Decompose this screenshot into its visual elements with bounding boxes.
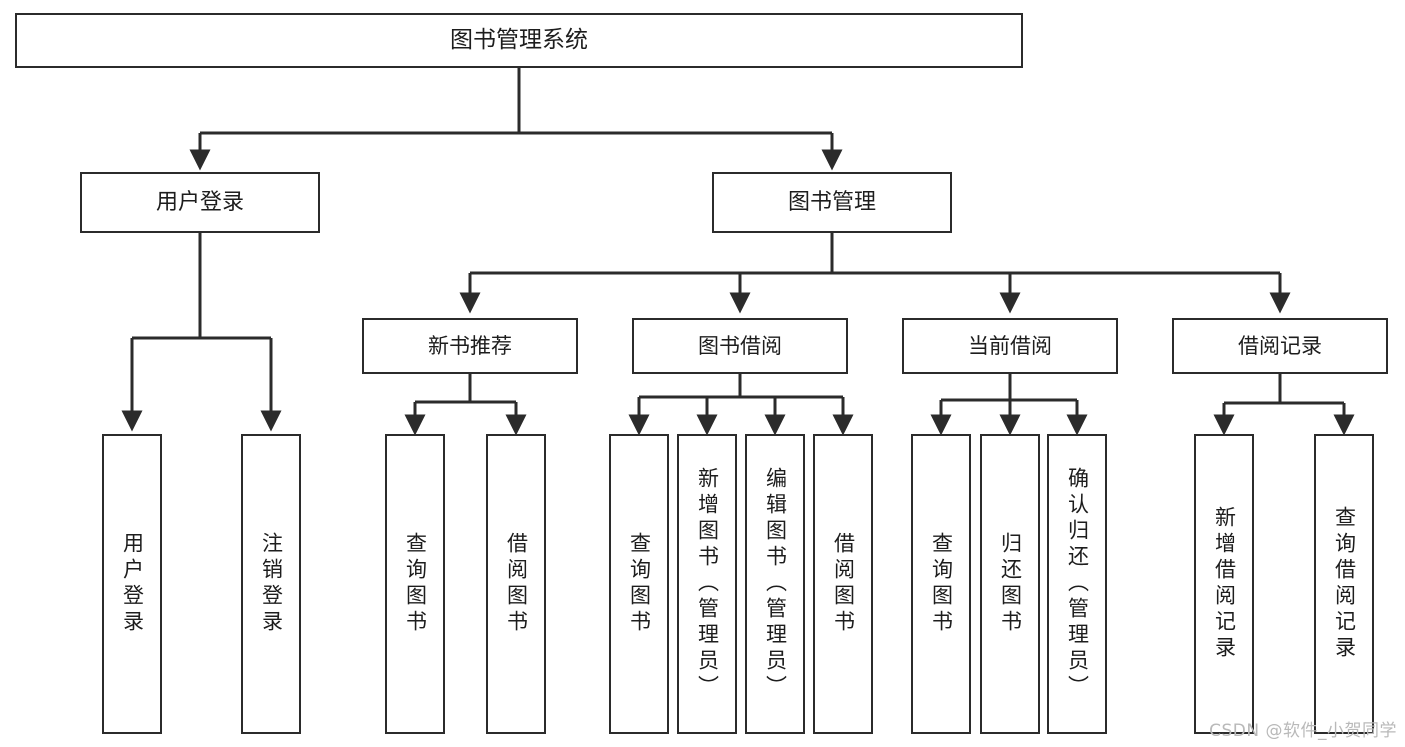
node-leaf-add-book[interactable]: 新增图书（管理员） (677, 434, 737, 734)
node-leaf-query-book-2[interactable]: 查询图书 (609, 434, 669, 734)
node-leaf-add-record[interactable]: 新增借阅记录 (1194, 434, 1254, 734)
node-leaf-logout-login[interactable]: 注销登录 (241, 434, 301, 734)
node-label: 归还图书 (998, 532, 1023, 636)
node-leaf-confirm-return[interactable]: 确认归还（管理员） (1047, 434, 1107, 734)
node-leaf-query-book-3[interactable]: 查询图书 (911, 434, 971, 734)
node-leaf-return-book[interactable]: 归还图书 (980, 434, 1040, 734)
node-label: 图书管理 (787, 189, 876, 215)
node-label: 用户登录 (155, 189, 244, 215)
node-label: 图书借阅 (698, 333, 782, 358)
node-label: 新增借阅记录 (1212, 506, 1237, 662)
node-label: 确认归还（管理员） (1065, 467, 1090, 701)
node-label: 图书管理系统 (450, 26, 588, 53)
node-label: 借阅图书 (831, 532, 856, 636)
node-leaf-edit-book[interactable]: 编辑图书（管理员） (745, 434, 805, 734)
node-label: 新增图书（管理员） (695, 467, 720, 701)
node-label: 用户登录 (120, 532, 145, 636)
node-leaf-user-login[interactable]: 用户登录 (102, 434, 162, 734)
node-label: 注销登录 (259, 532, 284, 636)
node-borrow-record[interactable]: 借阅记录 (1172, 318, 1388, 374)
node-label: 借阅图书 (504, 532, 529, 636)
node-book-borrow[interactable]: 图书借阅 (632, 318, 848, 374)
node-label: 当前借阅 (968, 333, 1052, 358)
node-book-management[interactable]: 图书管理 (712, 172, 952, 233)
node-root-system[interactable]: 图书管理系统 (15, 13, 1023, 68)
node-label: 查询借阅记录 (1332, 506, 1357, 662)
node-user-login[interactable]: 用户登录 (80, 172, 320, 233)
node-label: 编辑图书（管理员） (763, 467, 788, 701)
node-label: 查询图书 (929, 532, 954, 636)
node-label: 借阅记录 (1238, 333, 1322, 358)
node-label: 新书推荐 (428, 333, 512, 358)
csdn-watermark: CSDN @软件_小贺同学 (1209, 721, 1397, 741)
node-leaf-query-record[interactable]: 查询借阅记录 (1314, 434, 1374, 734)
node-leaf-borrow-book-2[interactable]: 借阅图书 (813, 434, 873, 734)
node-label: 查询图书 (627, 532, 652, 636)
node-new-book-recommend[interactable]: 新书推荐 (362, 318, 578, 374)
node-leaf-query-book-1[interactable]: 查询图书 (385, 434, 445, 734)
node-label: 查询图书 (403, 532, 428, 636)
node-leaf-borrow-book-1[interactable]: 借阅图书 (486, 434, 546, 734)
node-current-borrow[interactable]: 当前借阅 (902, 318, 1118, 374)
